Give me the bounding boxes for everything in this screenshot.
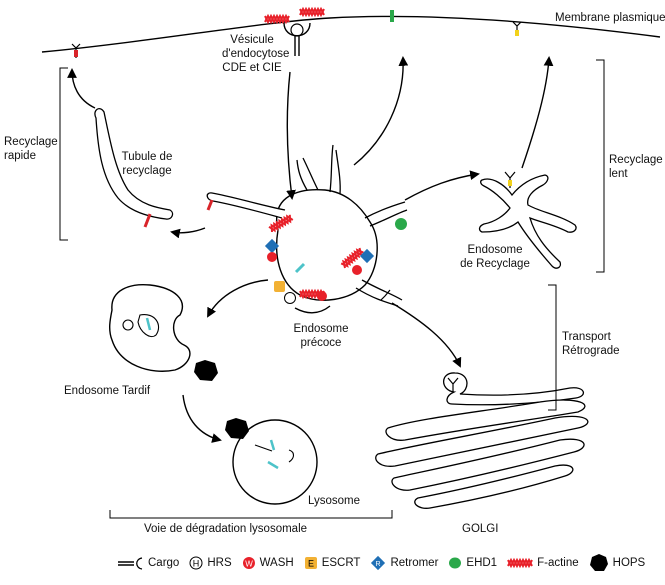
legend-cargo: Cargo xyxy=(118,556,179,570)
golgi-label: GOLGI xyxy=(462,523,499,535)
legend: Cargo H HRS W WASH E ESCRT R Retromer EH… xyxy=(118,553,655,573)
degradation-pathway-label: Voie de dégradation lysosomale xyxy=(144,523,308,535)
golgi xyxy=(375,372,589,509)
cargo-icon xyxy=(118,557,143,570)
lysosome-label: Lysosome xyxy=(308,495,360,507)
f-actin-membrane xyxy=(264,8,325,23)
legend-hrs: H HRS xyxy=(189,556,232,570)
recycling-endosome xyxy=(478,171,577,269)
slow-recycling-label: Recyclage lent xyxy=(609,154,663,180)
fast-recycling-label: Recyclage rapide xyxy=(4,136,58,162)
retromer-icon: R xyxy=(371,555,386,571)
legend-wash: W WASH xyxy=(242,556,294,570)
legend-retromer: R Retromer xyxy=(370,555,438,571)
plasma-membrane xyxy=(41,15,661,53)
f-actin-icon xyxy=(507,559,534,567)
membrane-label: Membrane plasmique xyxy=(555,12,665,24)
pathway-arrows xyxy=(67,56,554,443)
recycling-tubule-label: Tubule de recyclage xyxy=(121,151,173,177)
retrograde-label: Transport Rétrograde xyxy=(562,331,620,357)
wash-icon: W xyxy=(242,557,255,569)
late-endosome xyxy=(109,283,218,381)
early-endosome-label: Endosome précoce xyxy=(293,323,349,349)
svg-text:W: W xyxy=(245,560,253,569)
recycling-tubule xyxy=(94,108,214,228)
vesicle-label: Vésicule d'endocytose CDE et CIE xyxy=(222,34,290,74)
legend-f-actin: F-actine xyxy=(507,556,579,570)
escrt-icon: E xyxy=(304,557,317,569)
ehd1-icon xyxy=(449,557,462,569)
legend-escrt: E ESCRT xyxy=(304,556,360,570)
brackets xyxy=(59,59,605,519)
legend-hops: HOPS xyxy=(589,553,645,573)
svg-text:R: R xyxy=(376,561,381,568)
early-endosome xyxy=(206,144,408,307)
hrs-icon: H xyxy=(189,556,203,570)
endocytic-vesicle xyxy=(283,22,311,56)
membrane-cargos xyxy=(71,10,522,58)
svg-text:E: E xyxy=(308,559,314,569)
recycling-endosome-label: Endosome de Recyclage xyxy=(460,244,530,270)
lysosome xyxy=(225,418,318,505)
svg-text:H: H xyxy=(193,559,200,569)
legend-ehd1: EHD1 xyxy=(448,556,497,570)
late-endosome-label: Endosome Tardif xyxy=(64,385,151,397)
hops-icon xyxy=(589,554,608,571)
